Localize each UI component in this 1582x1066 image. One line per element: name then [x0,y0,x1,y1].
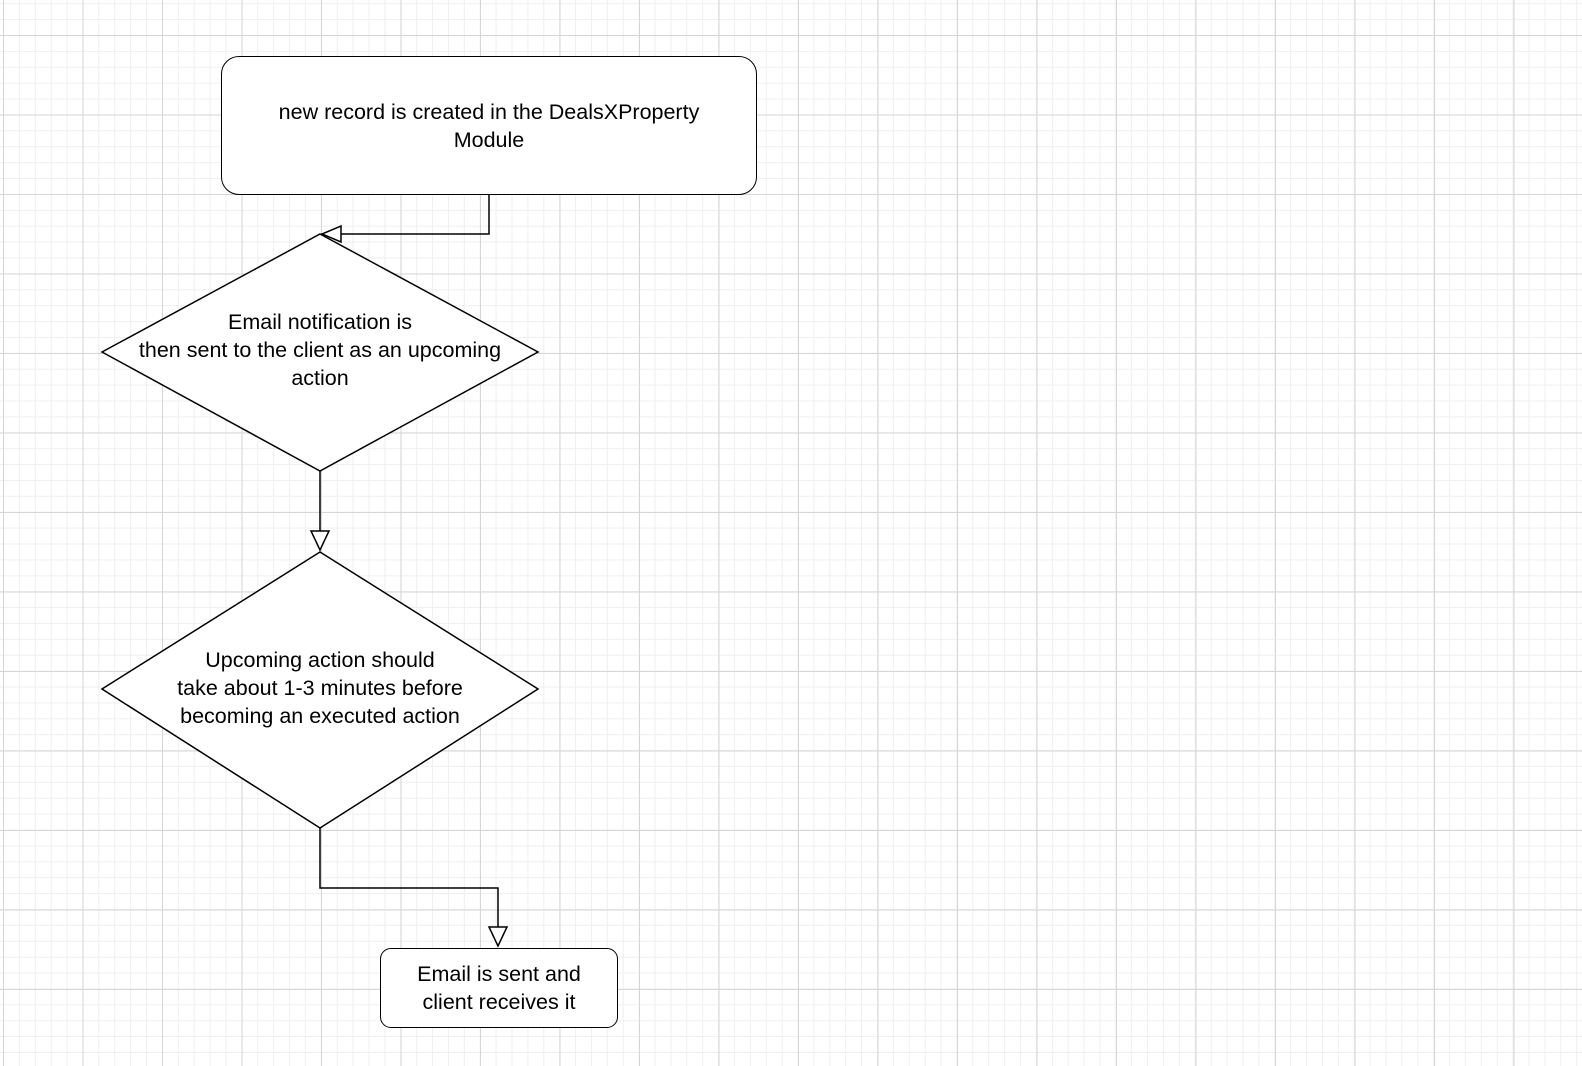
end-process-node[interactable]: Email is sent and client receives it [380,948,618,1028]
end-process-label: Email is sent and client receives it [417,962,581,1014]
decision-node-2-label: Upcoming action should take about 1-3 mi… [177,648,463,728]
arrowhead-open-triangle [320,224,342,244]
start-process-node[interactable]: new record is created in the DealsXPrope… [221,56,757,195]
connector-decision-2-to-end[interactable] [319,828,509,948]
arrowhead-open-triangle [487,926,509,948]
connector-start-to-decision-1[interactable] [320,195,490,244]
connector-decision-1-to-decision-2[interactable] [309,471,331,552]
start-process-label: new record is created in the DealsXPrope… [278,99,700,152]
arrowhead-open-triangle [309,530,331,552]
decision-node-1-label: Email notification is then sent to the c… [138,310,502,390]
